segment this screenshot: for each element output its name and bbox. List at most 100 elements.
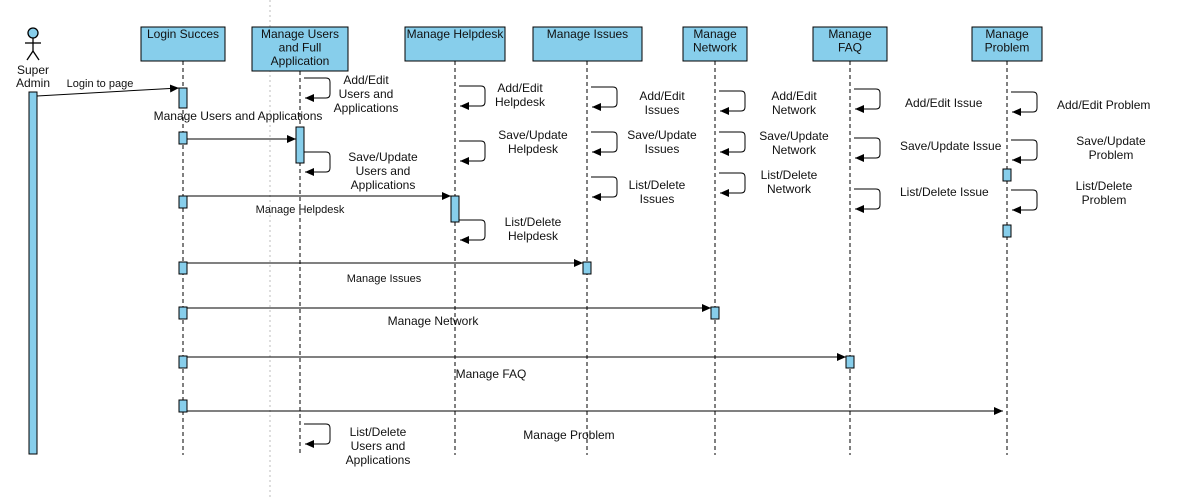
self-message-issues-save-update-label-line: Save/Update	[627, 128, 697, 142]
self-message-users-add-edit-label-line: Add/Edit	[343, 73, 389, 87]
self-message-issues-list-delete-loop	[591, 176, 618, 201]
activation-helpdesk	[450, 195, 460, 223]
lifeline-faq-head[interactable]	[812, 26, 888, 62]
self-message-users-save-update-label-line: Save/Update	[348, 150, 418, 164]
message-manage-network-label: Manage Network	[388, 314, 480, 328]
lifeline-issues-title: Manage Issues	[547, 27, 628, 41]
self-message-helpdesk-add-edit	[459, 85, 486, 110]
lifeline-network-head[interactable]	[682, 26, 748, 62]
activation-users	[295, 126, 305, 164]
lifeline-faq-title-line: Manage	[828, 27, 872, 41]
self-message-problem-save-update-label-line: Save/Update	[1076, 134, 1146, 148]
super-admin-activation	[28, 91, 38, 455]
self-message-network-save-update-label-line: Network	[772, 143, 817, 157]
self-message-problem-list-delete-label-line: Problem	[1082, 193, 1127, 207]
self-message-faq-add-edit-label: Add/Edit Issue	[905, 96, 983, 110]
self-message-faq-add-edit-label-line: Add/Edit Issue	[905, 96, 983, 110]
self-message-problem-list-delete-label-line: List/Delete	[1076, 179, 1133, 193]
lifeline-users-head[interactable]	[251, 26, 349, 72]
lifeline-issues: Manage Issues	[532, 26, 643, 455]
message-manage-faq-label: Manage FAQ	[456, 367, 527, 381]
self-message-users-add-edit	[304, 77, 331, 102]
message-manage-faq-label-line: Manage FAQ	[456, 367, 527, 381]
lifeline-helpdesk: Manage Helpdesk	[404, 26, 506, 455]
self-message-network-save-update-loop	[719, 131, 746, 156]
self-message-helpdesk-list-delete	[459, 219, 486, 244]
self-message-network-list-delete-loop	[719, 172, 746, 197]
self-message-helpdesk-list-delete-label-line: Helpdesk	[508, 229, 559, 243]
message-login-to-page	[36, 84, 180, 97]
activation-issues	[582, 261, 592, 275]
message-manage-users-apps-label: Manage Users and Applications	[154, 109, 323, 123]
self-message-users-list-delete-label-line: List/Delete	[350, 425, 407, 439]
lifeline-problem-head[interactable]	[971, 26, 1043, 62]
lifeline-helpdesk-title: Manage Helpdesk	[407, 27, 505, 41]
lifeline-network-title-line: Manage	[693, 27, 737, 41]
self-message-network-list-delete-label-line: Network	[767, 182, 812, 196]
self-message-issues-list-delete-label-line: List/Delete	[629, 178, 686, 192]
self-message-problem-list-delete-loop	[1011, 189, 1038, 214]
self-message-faq-save-update-label: Save/Update Issue	[900, 139, 1002, 153]
activation-login	[178, 261, 188, 275]
lifeline-problem-title-line: Problem	[985, 41, 1030, 55]
super-admin-name-line: Super	[17, 63, 49, 77]
self-message-users-list-delete-label-line: Applications	[346, 453, 411, 467]
self-message-issues-add-edit	[591, 86, 618, 111]
self-message-users-add-edit-label-line: Applications	[334, 101, 399, 115]
activation-problem	[1002, 168, 1012, 182]
super-admin-name-line: Admin	[16, 76, 50, 90]
self-message-issues-add-edit-label-line: Issues	[645, 103, 680, 117]
lifeline-network-title-line: Network	[693, 41, 738, 55]
lifeline-login: Login Succes	[140, 26, 226, 455]
self-message-faq-list-delete-label: List/Delete Issue	[900, 185, 989, 199]
self-message-problem-save-update-loop	[1011, 139, 1038, 164]
activation-login	[178, 87, 188, 109]
self-message-helpdesk-save-update-label-line: Helpdesk	[508, 142, 559, 156]
self-message-helpdesk-save-update-loop	[459, 140, 486, 165]
self-message-network-save-update	[719, 131, 746, 156]
lifeline-problem-title-line: Manage	[985, 27, 1029, 41]
self-message-network-list-delete	[719, 172, 746, 197]
self-message-faq-list-delete-label-line: List/Delete Issue	[900, 185, 989, 199]
self-message-problem-list-delete	[1011, 189, 1038, 214]
self-message-users-save-update-loop	[304, 151, 331, 176]
self-message-helpdesk-list-delete-label-line: List/Delete	[505, 215, 562, 229]
lifeline-helpdesk-head[interactable]	[404, 26, 506, 62]
activation-login	[178, 306, 188, 320]
self-message-network-save-update-label-line: Save/Update	[759, 129, 829, 143]
lifeline-issues-head[interactable]	[532, 26, 643, 62]
self-message-helpdesk-add-edit-loop	[459, 85, 486, 110]
self-message-faq-save-update-label-line: Save/Update Issue	[900, 139, 1002, 153]
self-message-users-save-update	[304, 151, 331, 176]
activation-network	[710, 306, 720, 320]
message-login-to-page-label: Login to page	[67, 78, 134, 90]
self-message-helpdesk-save-update-label-line: Save/Update	[498, 128, 568, 142]
self-message-faq-list-delete-loop	[854, 188, 881, 213]
self-message-faq-list-delete	[854, 188, 881, 213]
self-message-network-list-delete-label-line: List/Delete	[761, 168, 818, 182]
self-message-problem-add-edit-label: Add/Edit Problem	[1057, 98, 1150, 112]
self-message-users-add-edit-loop	[304, 77, 331, 102]
self-message-users-add-edit-label-line: Users and	[339, 87, 394, 101]
self-message-faq-save-update	[854, 137, 881, 162]
activation-login	[178, 131, 188, 145]
message-login-to-page-label-line: Login to page	[67, 78, 134, 90]
self-message-helpdesk-add-edit-label-line: Add/Edit	[497, 81, 543, 95]
lifeline-login-title: Login Succes	[147, 27, 219, 41]
lifeline-users-title-line: and Full	[279, 41, 322, 55]
lifeline-login-head[interactable]	[140, 26, 226, 62]
lifeline-users-title-line: Application	[271, 54, 330, 68]
activation-faq	[845, 355, 855, 369]
